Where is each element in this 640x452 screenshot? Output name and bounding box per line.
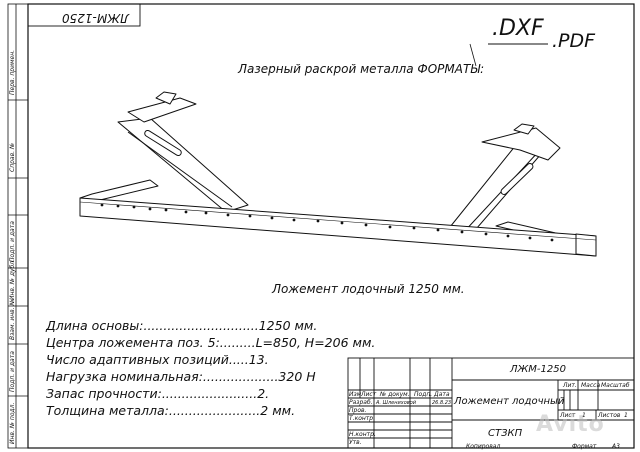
tb-lit: Лит. [563,382,577,389]
beam-end-cap [575,233,597,257]
spec-dots: ..... [228,352,249,367]
left-brace [79,179,159,201]
tb-role: Утв. [349,439,362,446]
tb-role: Пров. [349,407,367,414]
tb-sheet-label: Лист [560,412,576,419]
spec-dots: ................... [202,369,279,384]
spec-value: 320 Н [278,369,316,384]
side-label-repl-inv: Взам. инв. № [9,299,16,340]
left-pad [127,97,197,123]
right-pad-lug [513,123,535,135]
title-block-title: Ложемент лодочный [454,396,565,407]
format-dxf-link[interactable]: .DXF [492,16,544,41]
spec-label: Центра ложемента поз. 5: [46,335,220,350]
tb-header-date: Дата [434,391,450,398]
format-pdf-link[interactable]: .PDF [552,30,596,52]
avito-watermark: Avito [536,412,605,437]
tb-header-izm: Изм [349,391,362,398]
side-label-orig-inv: Инв. № подл. [9,402,16,444]
title-block-org: СТЗКП [488,428,523,439]
spec-value: 2. [257,386,270,401]
spec-label: Длина основы: [46,318,144,333]
spec-row: Толщина металла:.......................2… [46,403,295,418]
product-caption: Ложемент лодочный 1250 мм. [272,282,465,296]
spec-label: Нагрузка номинальная: [46,369,203,384]
spec-row: Нагрузка номинальная:...................… [46,369,316,384]
side-label-first-use: Перв. примен. [9,49,16,95]
spec-row: Запас прочности:........................… [46,386,269,401]
laser-cutting-caption: Лазерный раскрой металла ФОРМАТЫ: [238,62,485,76]
tb-format-label: Формат [572,443,597,450]
spec-dots: ......... [219,335,256,350]
spec-row: Центра ложемента поз. 5:.........L=850, … [46,335,375,350]
tb-name: А. Шлениховой [376,400,417,406]
tb-header-doc: № докум. [380,391,410,398]
left-arm-slot [144,129,182,157]
tb-role: Т.контр. [349,415,376,422]
side-label-sign-date-2: Подп. и дата [9,351,16,392]
tb-copied: Копировал [466,443,501,450]
drawing-code-rotated: ЛЖМ-1250 [62,11,130,25]
tb-role: Разраб. [349,399,373,406]
tb-role: Н.контр. [349,431,376,438]
side-label-sign-date: Подп. и дата [9,221,16,262]
side-label-dup-inv: Инв. № дубл. [9,258,16,300]
beam-holes [100,203,554,242]
spec-label: Запас прочности: [46,386,162,401]
title-block-code: ЛЖМ-1250 [510,364,566,375]
spec-label: Толщина металла: [46,403,169,418]
spec-row: Длина основы:...........................… [46,318,317,333]
right-arm-slot [500,162,534,196]
code-box [27,3,141,27]
spec-row: Число адаптивных позиций.....13. [46,352,269,367]
spec-value: 13. [248,352,269,367]
spec-value: 2 мм. [260,403,296,418]
tb-sheets-label: Листов [598,412,621,419]
tb-header-sign: Подп. [414,391,433,398]
left-pad-lug [155,91,177,105]
spec-dots: ............................. [143,318,259,333]
tb-header-list: Лист [361,391,377,398]
spec-label: Число адаптивных позиций [46,352,229,367]
tb-sheets-total: 1 [624,412,628,419]
tb-sheet-no: 1 [582,412,586,419]
tb-mass: Масса [581,382,601,389]
spec-dots: ........................ [161,386,258,401]
title-block-lines [347,357,635,449]
tb-date: 26.8.23 [432,400,452,406]
left-arm [117,117,249,213]
spec-value: L=850, H=206 мм. [255,335,376,350]
spec-value: 1250 мм. [258,318,318,333]
tb-scale: Масштаб [601,382,630,389]
spec-dots: ....................... [168,403,261,418]
side-margin-strip [7,3,29,449]
tb-format-value: А3 [612,443,620,450]
cradle-drawing [79,91,597,257]
format-leader [469,43,477,67]
side-label-ref-no: Справ. № [9,142,16,172]
